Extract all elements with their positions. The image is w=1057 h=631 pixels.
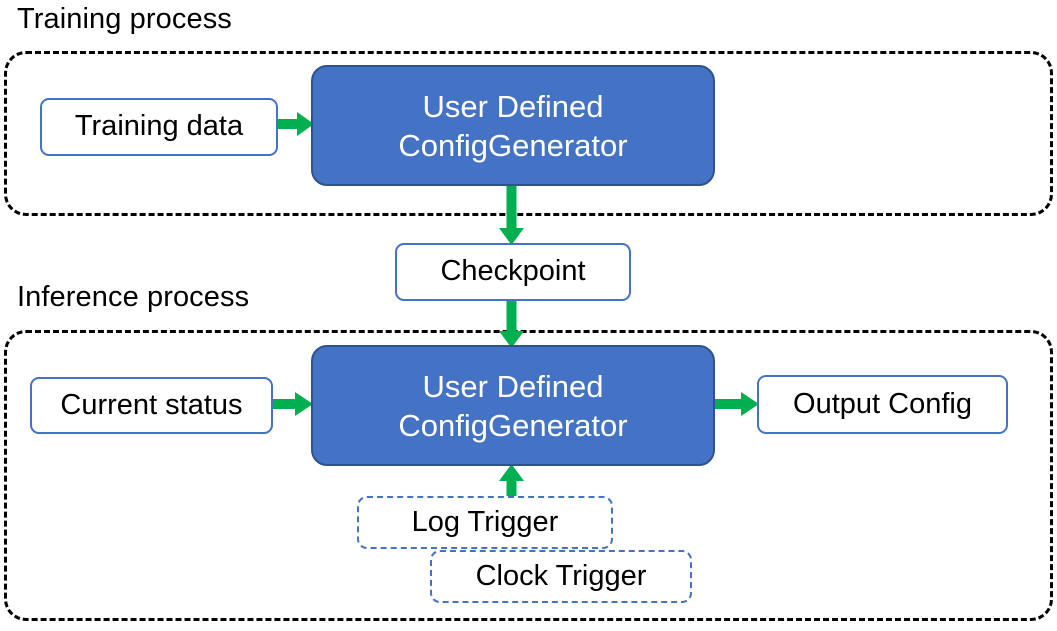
node-checkpoint[interactable]: Checkpoint — [395, 243, 631, 301]
arrow-checkpoint-to-inference-generator — [498, 299, 525, 349]
arrow-triggers-to-generator — [498, 464, 525, 504]
training-process-container — [4, 51, 1053, 216]
inference-process-label: Inference process — [17, 281, 250, 313]
training-process-label: Training process — [17, 3, 232, 35]
arrow-current-status-to-generator — [272, 390, 314, 418]
arrow-generator-to-checkpoint — [498, 184, 525, 246]
node-clock-trigger[interactable]: Clock Trigger — [430, 550, 692, 603]
block-training-generator-line2: ConfigGenerator — [398, 127, 628, 163]
node-current-status[interactable]: Current status — [30, 377, 273, 434]
inference-process-container — [4, 330, 1053, 621]
arrow-training-data-to-generator — [277, 110, 315, 138]
block-inference-generator-line2: ConfigGenerator — [398, 407, 628, 443]
block-inference-config-generator[interactable]: User Defined ConfigGenerator — [311, 345, 715, 466]
node-training-data[interactable]: Training data — [40, 98, 278, 156]
block-inference-generator-line1: User Defined — [422, 368, 604, 404]
block-training-generator-line1: User Defined — [422, 88, 604, 124]
arrow-generator-to-output-config — [714, 390, 760, 418]
node-log-trigger[interactable]: Log Trigger — [357, 496, 613, 549]
node-output-config[interactable]: Output Config — [757, 375, 1008, 434]
block-training-config-generator[interactable]: User Defined ConfigGenerator — [311, 65, 715, 186]
